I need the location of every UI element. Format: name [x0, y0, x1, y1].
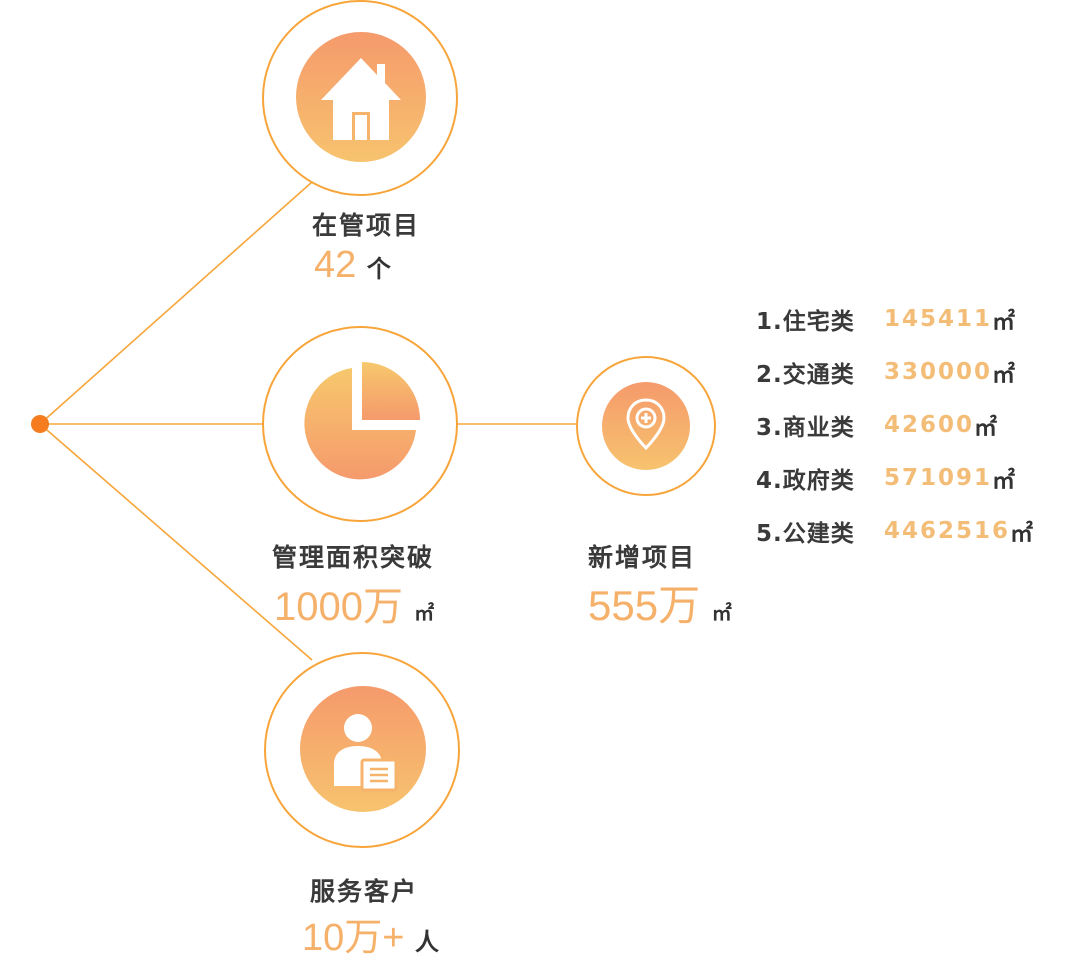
value-projects-number: 42 [314, 244, 357, 286]
list-item-value: 145411 [884, 305, 993, 332]
value-new-projects: 555万 ㎡ [588, 572, 732, 633]
list-item-value: 571091 [884, 464, 993, 491]
list-item-name: 1.住宅类 [756, 308, 855, 335]
list-item: 3.商业类 42600 ㎡ [756, 398, 1033, 451]
label-new-projects: 新增项目 [588, 543, 697, 572]
connector-line-projects [39, 181, 313, 425]
list-item-unit: ㎡ [992, 308, 1016, 335]
connector-line-customers [39, 423, 313, 661]
list-item-value: 330000 [884, 358, 993, 385]
value-new-projects-number: 555万 [588, 582, 701, 629]
label-projects: 在管项目 [312, 211, 421, 240]
value-customers-number: 10万+ [302, 917, 405, 959]
list-item: 1.住宅类 145411 ㎡ [756, 292, 1033, 345]
list-item-name: 2.交通类 [756, 361, 855, 388]
list-item: 4.政府类 571091 ㎡ [756, 451, 1033, 504]
list-item-unit: ㎡ [974, 414, 998, 441]
list-item: 5.公建类 4462516 ㎡ [756, 504, 1033, 557]
origin-dot [31, 415, 49, 433]
value-area-number: 1000万 [274, 585, 403, 629]
unit-projects: 个 [366, 256, 391, 283]
list-item-name: 4.政府类 [756, 467, 855, 494]
label-area: 管理面积突破 [272, 543, 435, 572]
user-document-icon [300, 686, 426, 812]
house-icon [296, 32, 426, 162]
breakdown-list: 1.住宅类 145411 ㎡ 2.交通类 330000 ㎡ 3.商业类 4260… [756, 292, 1033, 557]
list-item-name: 3.商业类 [756, 414, 855, 441]
list-item-unit: ㎡ [1010, 520, 1034, 547]
value-area: 1000万 ㎡ [274, 574, 434, 632]
pie-chart-icon [296, 358, 428, 490]
ring-new-projects [576, 356, 716, 496]
list-item: 2.交通类 330000 ㎡ [756, 345, 1033, 398]
unit-area: ㎡ [414, 603, 435, 625]
value-projects: 42 个 [314, 244, 391, 287]
ring-area [262, 326, 458, 522]
list-item-value: 42600 [884, 411, 975, 438]
list-item-name: 5.公建类 [756, 520, 855, 547]
list-item-unit: ㎡ [992, 361, 1016, 388]
unit-customers: 人 [415, 929, 440, 956]
unit-new-projects: ㎡ [711, 603, 732, 625]
list-item-unit: ㎡ [992, 467, 1016, 494]
location-pin-icon [602, 382, 690, 470]
value-customers: 10万+ 人 [302, 906, 439, 961]
list-item-value: 4462516 [884, 517, 1011, 544]
label-customers: 服务客户 [310, 877, 419, 906]
